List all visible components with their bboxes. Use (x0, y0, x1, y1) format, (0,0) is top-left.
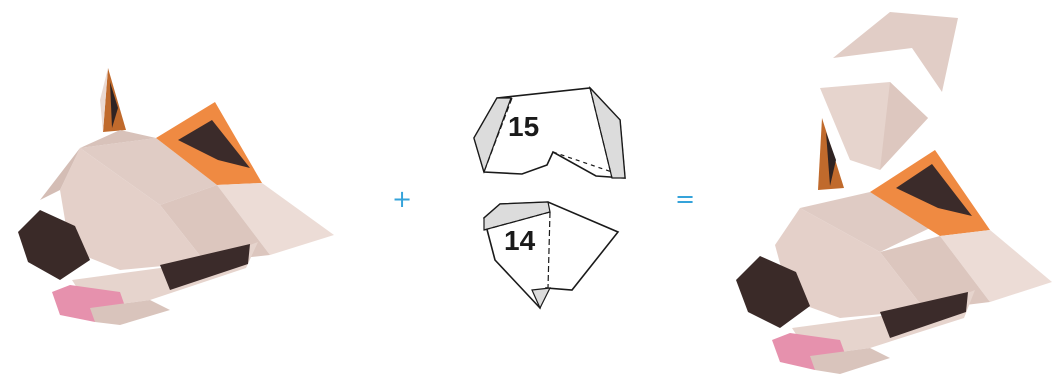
dog-head-after (736, 12, 1052, 374)
piece-14: 14 (484, 202, 618, 308)
piece-15: 15 (474, 88, 625, 178)
dog-head-before (18, 68, 334, 325)
plus-operator: + (392, 185, 412, 213)
floating-piece-top (833, 12, 958, 92)
piece-15-number: 15 (508, 111, 539, 142)
equals-operator: = (675, 185, 695, 213)
piece-14-number: 14 (504, 225, 536, 256)
